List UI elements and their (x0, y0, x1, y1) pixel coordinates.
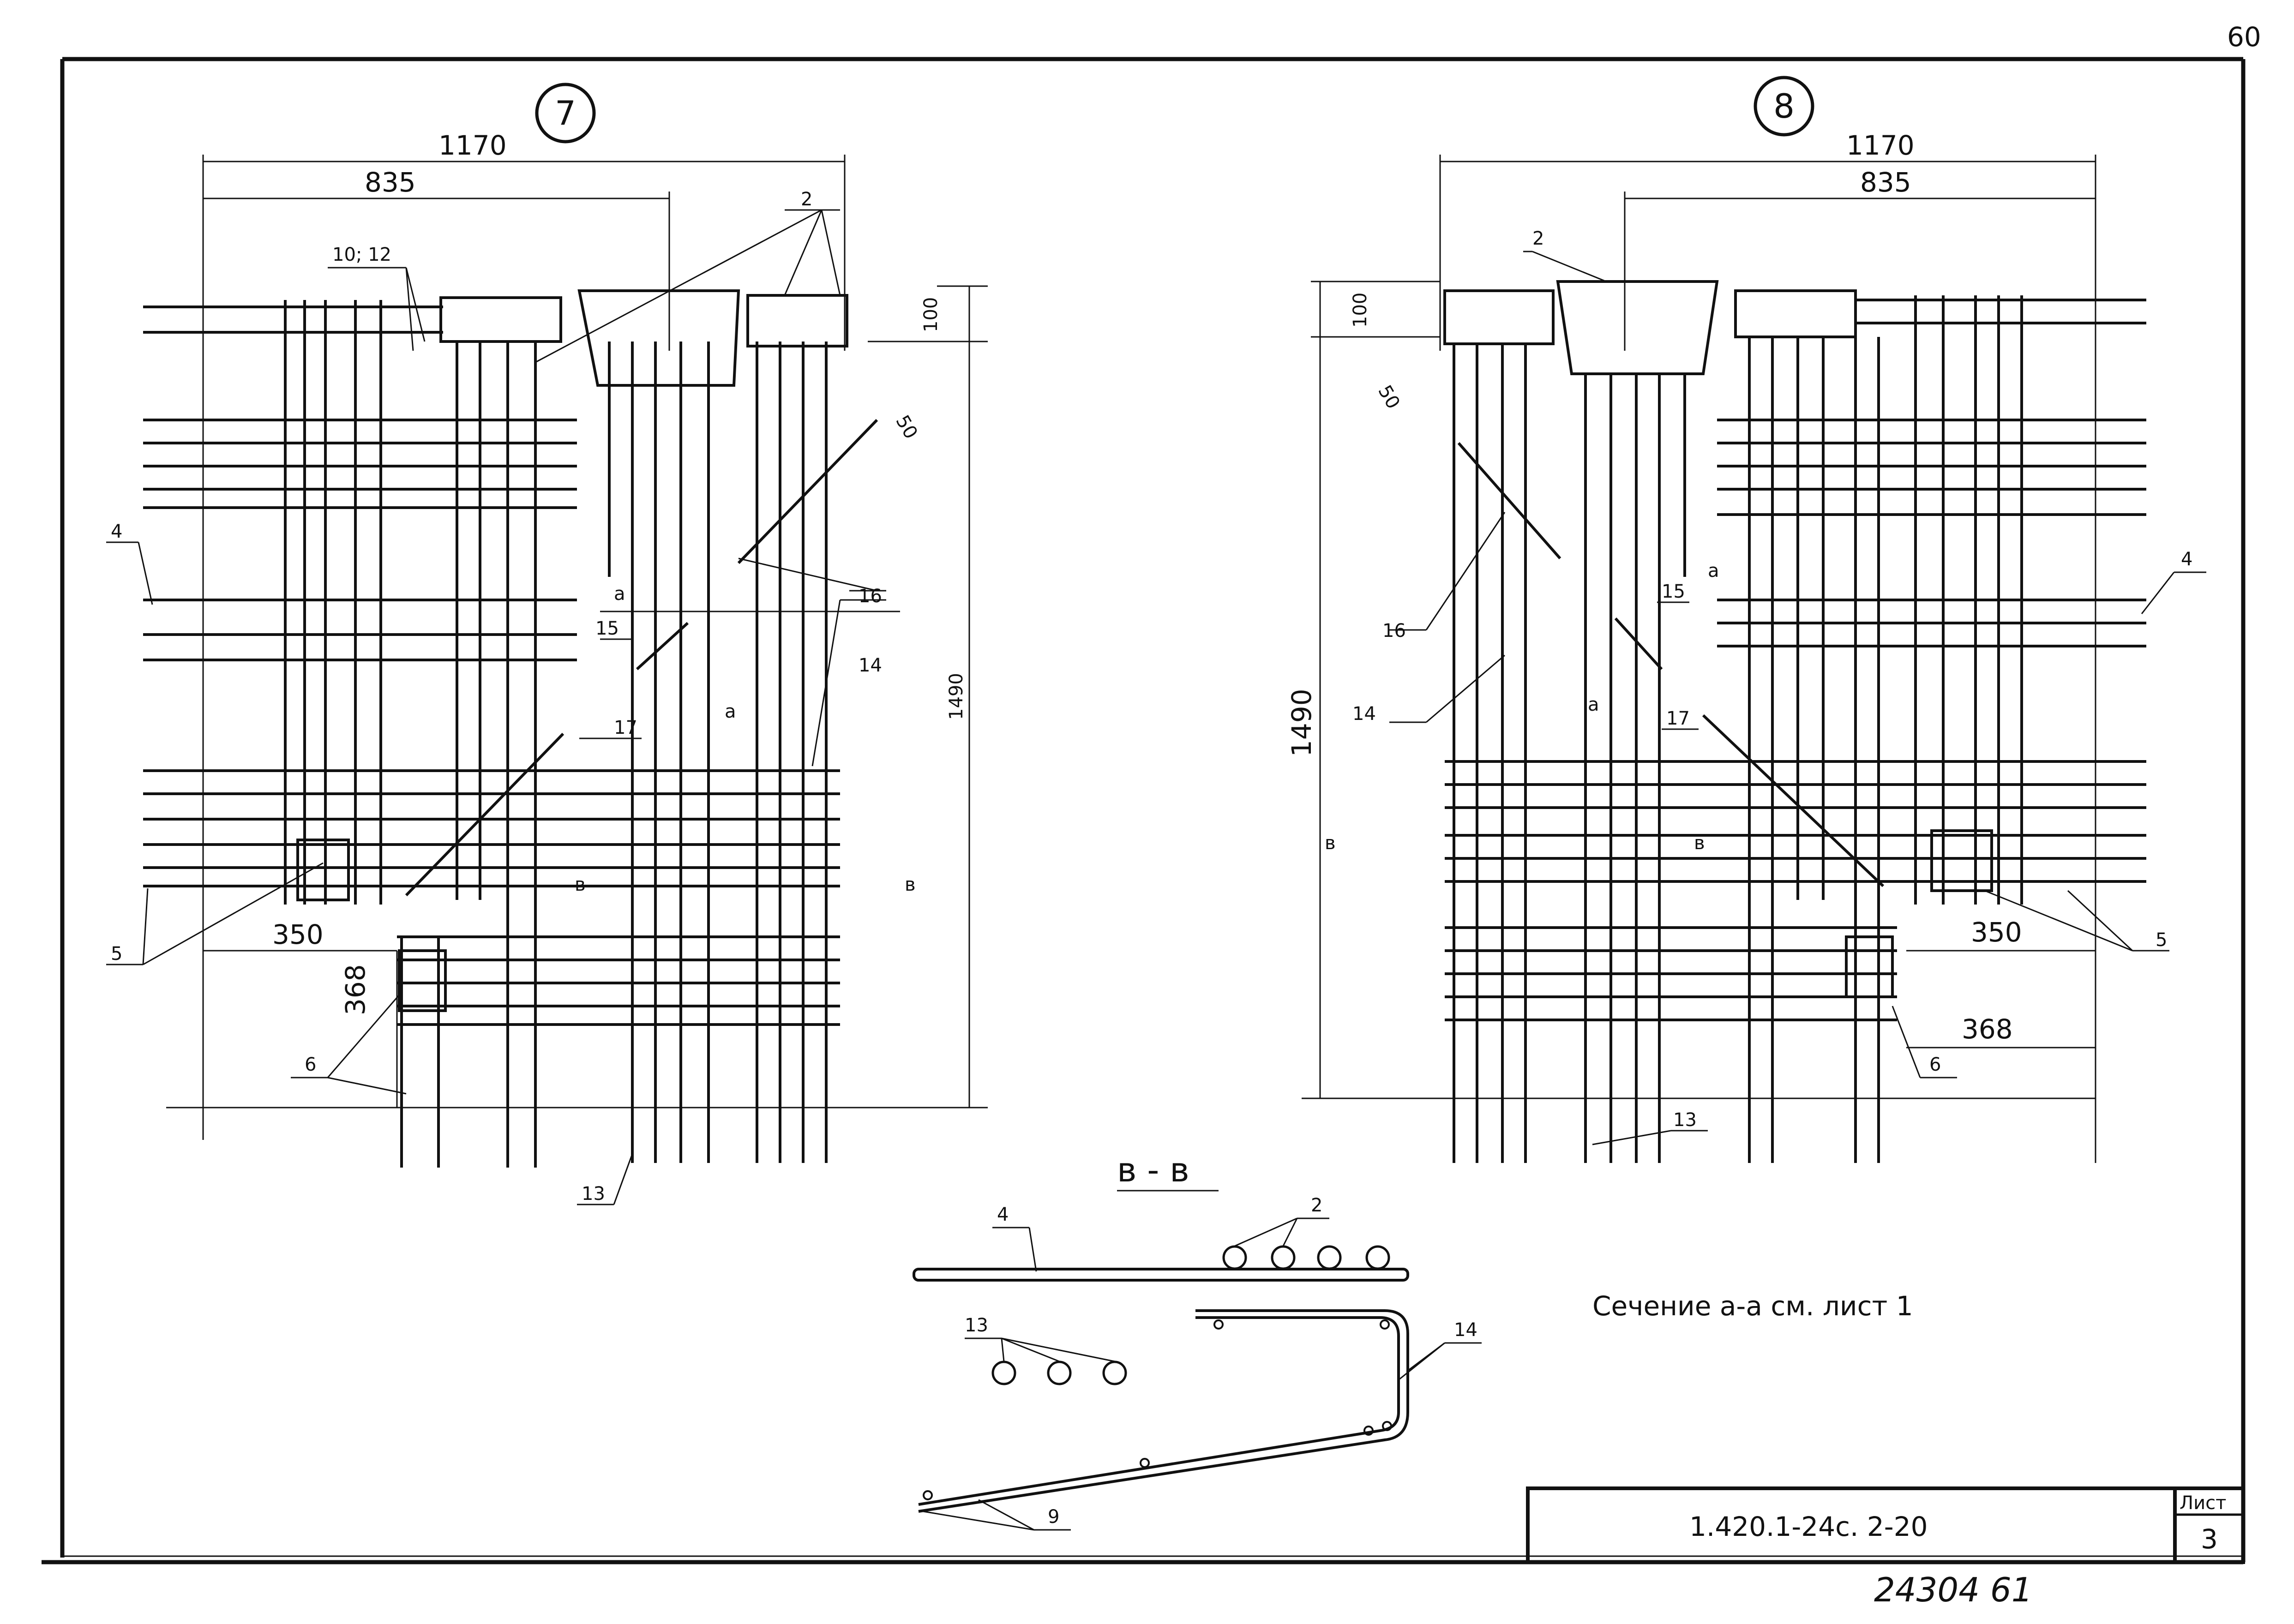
node-8-label-6: 6 (1929, 1054, 1941, 1075)
section-aa-note: Сечение а-а см. лист 1 (1592, 1290, 1913, 1322)
node-7-leaders (106, 209, 900, 1205)
node-7-label-10-12: 10; 12 (332, 244, 391, 265)
node-7-vertical-bars (284, 300, 828, 1168)
node-7-dim-1490: 1490 (946, 673, 967, 720)
node-7-dim-100: 100 (920, 297, 942, 332)
node-7-dim-1170: 1170 (438, 130, 507, 161)
node-8-diagonal-bars (1457, 442, 1885, 887)
node-7-label-2: 2 (801, 189, 812, 210)
node-8-label-16: 16 (1382, 620, 1406, 641)
sheet-label: Лист (2180, 1492, 2226, 1514)
node-7-dim-50: 50 (891, 412, 921, 443)
node-8-dimensions (1302, 155, 2096, 1163)
page-number: 60 (2227, 21, 2261, 53)
node-7-corner-plate-2 (398, 949, 447, 1012)
node-8-vertical-bars (1453, 295, 2023, 1163)
node-8-dim-50: 50 (1374, 382, 1404, 413)
section-bb-label-9: 9 (1048, 1506, 1059, 1528)
node-8-section-mark-v1: в (1325, 833, 1336, 854)
node-7-label-13: 13 (582, 1183, 605, 1205)
node-8-section-mark-v2: в (1694, 833, 1705, 854)
node-8-dim-835: 835 (1860, 167, 1911, 198)
node-8-corner-plate-2 (1845, 935, 1894, 998)
node-7-horizontal-bars (143, 306, 840, 1026)
node-8-label-15: 15 (1662, 581, 1685, 602)
node-8-number: 8 (1773, 87, 1795, 126)
node-7-label-15: 15 (595, 618, 619, 639)
node-7-dim-368: 368 (340, 964, 371, 1015)
node-8-horizontal-bars (1445, 299, 2146, 1021)
node-7-corner-plate (296, 839, 350, 901)
node-7: 7 1170 835 100 50 1490 350 368 (106, 83, 988, 1205)
node-7-label-16: 16 (859, 586, 882, 607)
node-7-dim-350: 350 (272, 919, 324, 950)
section-bb-label-4: 4 (997, 1204, 1009, 1225)
node-7-label-17: 17 (614, 717, 637, 738)
node-8-section-mark-a2: а (1588, 694, 1599, 715)
node-8-section-mark-a1: а (1708, 560, 1719, 581)
node-7-section-mark-v1: в (575, 874, 586, 895)
node-7-label-14: 14 (859, 655, 882, 676)
node-7-label-6: 6 (305, 1054, 316, 1075)
node-8-label-14: 14 (1352, 703, 1376, 725)
node-8: 8 1170 835 100 50 1490 350 368 (1286, 76, 2206, 1163)
title-block: 1.420.1-24с. 2-20 Лист 3 (1526, 1486, 2245, 1564)
node-8-corner-plate (1930, 829, 1993, 892)
section-bb-label-2: 2 (1311, 1195, 1322, 1216)
node-7-dim-835: 835 (365, 167, 416, 198)
node-8-dim-1490: 1490 (1286, 689, 1317, 757)
node-7-label-4: 4 (111, 521, 122, 542)
section-bb-title: в - в (1117, 1151, 1189, 1189)
section-bb: в - в 4 (913, 1151, 1482, 1531)
node-8-leaders (1389, 251, 2206, 1145)
sheet-designation: 1.420.1-24с. 2-20 (1689, 1511, 1928, 1542)
node-7-dimensions (166, 155, 988, 1140)
node-8-label-2: 2 (1532, 228, 1544, 249)
node-7-anchor-plates (439, 289, 848, 387)
node-8-label-5: 5 (2156, 929, 2167, 951)
node-8-dim-350: 350 (1971, 917, 2022, 948)
sheet-number: 3 (2201, 1523, 2218, 1555)
node-8-anchor-plates (1443, 280, 1857, 375)
handwritten-stamp: 24304 61 (1874, 1570, 2033, 1609)
node-8-label-13: 13 (1673, 1109, 1697, 1131)
sheet-frame (42, 57, 2246, 1564)
node-8-dim-368: 368 (1962, 1013, 2013, 1045)
node-8-label-17: 17 (1666, 708, 1690, 729)
node-7-diagonal-bars (405, 419, 878, 897)
section-bb-label-13: 13 (965, 1315, 988, 1336)
node-7-section-mark-v2: в (905, 874, 916, 895)
node-7-section-mark-a2: а (725, 701, 736, 722)
node-7-number: 7 (555, 94, 576, 132)
node-7-section-mark-a1: а (614, 583, 625, 605)
node-8-dim-100: 100 (1350, 293, 1371, 328)
section-bb-label-14: 14 (1454, 1319, 1477, 1341)
node-7-label-5: 5 (111, 943, 122, 965)
node-8-dim-1170: 1170 (1846, 130, 1915, 161)
node-8-label-4: 4 (2181, 549, 2192, 570)
